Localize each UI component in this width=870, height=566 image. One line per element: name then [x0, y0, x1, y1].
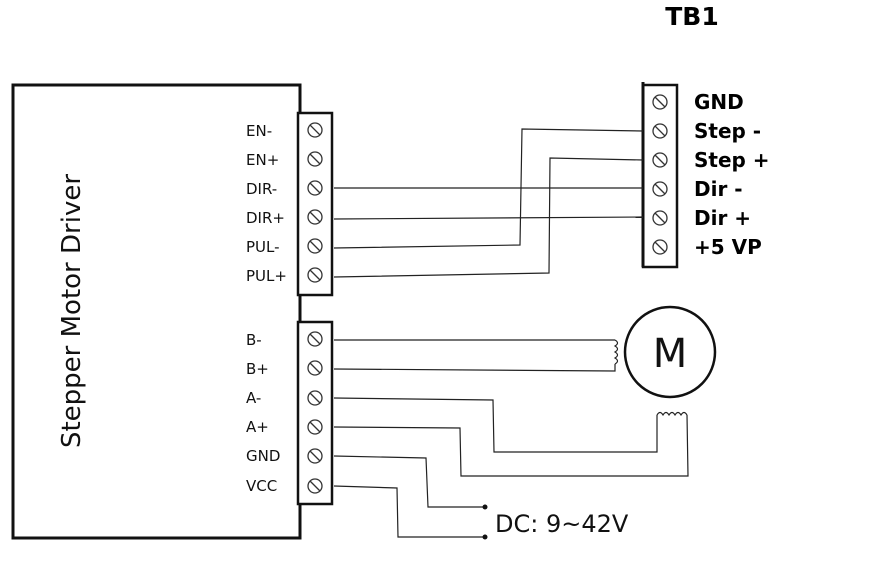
wire-a-plus — [333, 414, 689, 477]
driver-label-pul-minus: PUL- — [246, 238, 280, 256]
stepper-motor — [623, 305, 717, 399]
driver-power-screw-icon — [307, 360, 323, 376]
driver-control-screw-icon — [307, 267, 323, 283]
wire-pul-minus-step-minus — [333, 128, 644, 249]
driver-power-screw-icon — [307, 390, 323, 406]
driver-label-b-plus: B+ — [246, 360, 269, 378]
screw-terminals — [307, 94, 668, 494]
driver-label-a-minus: A- — [246, 389, 261, 407]
wire-dir-plus — [333, 216, 644, 220]
driver-power-terminal-strip — [296, 320, 334, 506]
driver-power-screw-icon — [307, 448, 323, 464]
driver-label-vcc: VCC — [246, 477, 277, 495]
tb1-terminal-strip — [641, 83, 679, 269]
driver-control-screw-icon — [307, 122, 323, 138]
driver-label-en-plus: EN+ — [246, 151, 279, 169]
driver-label-en-minus: EN- — [246, 122, 272, 140]
tb1-label-dir-plus: Dir + — [694, 206, 751, 230]
driver-control-screw-icon — [307, 238, 323, 254]
driver-control-terminal-strip — [296, 111, 334, 297]
tb1-screw-icon — [652, 94, 668, 110]
driver-control-screw-icon — [307, 209, 323, 225]
driver-label-dir-minus: DIR- — [246, 180, 277, 198]
motor-coil-a — [656, 411, 688, 417]
driver-label-gnd: GND — [246, 447, 280, 465]
wire-b-plus — [333, 364, 616, 372]
tb1-screw-icon — [652, 123, 668, 139]
driver-power-screw-icon — [307, 419, 323, 435]
driver-power-screw-icon — [307, 331, 323, 347]
tb1-label-step-minus: Step - — [694, 119, 761, 143]
driver-control-screw-icon — [307, 151, 323, 167]
tb1-label-5vp: +5 VP — [694, 235, 762, 259]
tb1-label-step-plus: Step + — [694, 148, 770, 172]
wire-pul-plus-step-plus — [333, 157, 644, 278]
tb1-label-gnd: GND — [694, 90, 744, 114]
tb1-screw-icon — [652, 181, 668, 197]
wire-a-minus — [333, 397, 658, 453]
driver-control-screw-icon — [307, 180, 323, 196]
tb1-label-dir-minus: Dir - — [694, 177, 743, 201]
driver-label-pul-plus: PUL+ — [246, 267, 287, 285]
tb1-screw-icon — [652, 239, 668, 255]
driver-power-screw-icon — [307, 478, 323, 494]
motor-coil-b — [613, 339, 619, 365]
tb1-title: TB1 — [665, 2, 719, 31]
tb1-screw-icon — [652, 210, 668, 226]
driver-title: Stepper Motor Driver — [57, 174, 87, 448]
driver-label-dir-plus: DIR+ — [246, 209, 285, 227]
motor-label: M — [653, 331, 688, 377]
driver-label-b-minus: B- — [246, 331, 262, 349]
wire-gnd — [333, 455, 483, 508]
wire-vcc — [333, 485, 483, 538]
driver-label-a-plus: A+ — [246, 418, 269, 436]
stepper-driver-box — [11, 83, 302, 540]
tb1-screw-icon — [652, 152, 668, 168]
dc-terminal-negative — [482, 504, 488, 510]
dc-supply-label: DC: 9~42V — [495, 510, 629, 538]
dc-terminal-positive — [482, 534, 488, 540]
